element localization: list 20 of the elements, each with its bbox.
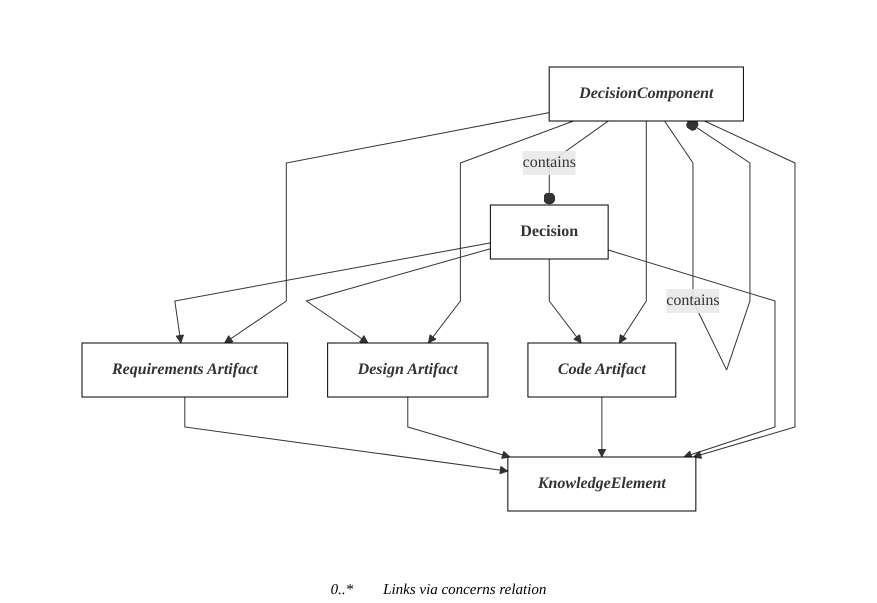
- arrow: [618, 120, 647, 344]
- arrow: [548, 258, 582, 344]
- node-box: DecisionComponent: [548, 66, 744, 122]
- arrow: [224, 112, 550, 344]
- arrow: [407, 396, 510, 459]
- arrow: [608, 250, 776, 459]
- node-box: KnowledgeElement: [507, 456, 696, 512]
- node-box: Design Artifact: [327, 342, 488, 398]
- arrow: [305, 248, 491, 344]
- arrow: [428, 120, 574, 344]
- edge-label: contains: [666, 292, 720, 309]
- node-box: Code Artifact: [527, 342, 676, 398]
- edge-label: contains: [522, 154, 576, 171]
- arrow: [174, 242, 491, 344]
- note-text: Links via concerns relation: [383, 582, 546, 599]
- arrow: [597, 396, 606, 458]
- node-box: Requirements Artifact: [82, 342, 288, 398]
- node-box: Decision: [490, 204, 609, 260]
- note-text: 0..*: [330, 582, 354, 599]
- arrow: [184, 396, 508, 474]
